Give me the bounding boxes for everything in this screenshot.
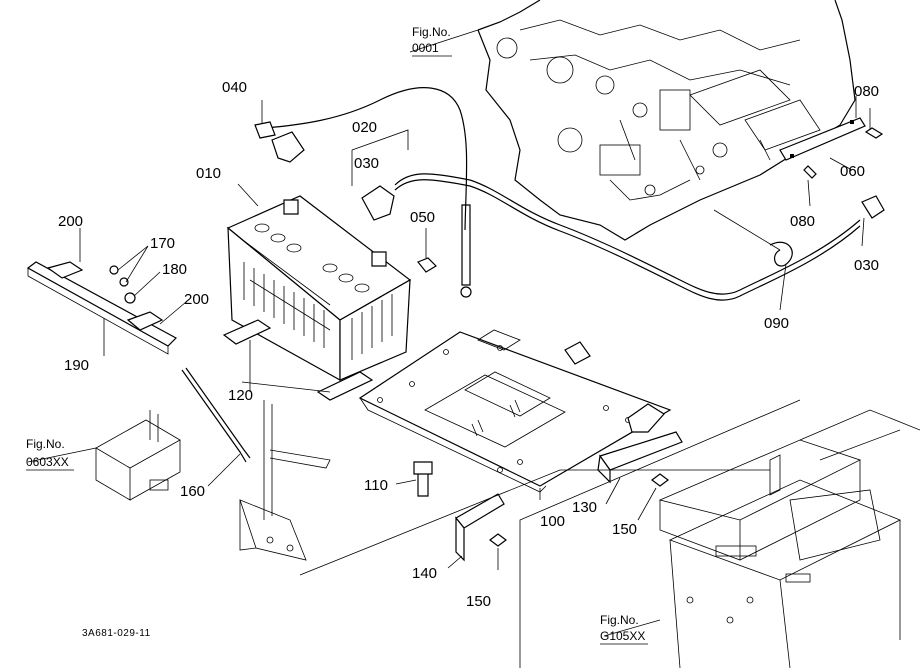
fig-ref-title: Fig.No. (412, 25, 451, 39)
fig-ref-title: Fig.No. (600, 613, 639, 627)
part-label-150: 150 (612, 521, 637, 538)
part-label-120: 120 (228, 387, 253, 404)
part-label-200: 200 (184, 291, 209, 308)
part-label-080: 080 (854, 83, 879, 100)
part-label-040: 040 (222, 79, 247, 96)
part-label-030: 030 (354, 155, 379, 172)
part-label-080: 080 (790, 213, 815, 230)
fig-ref-number: G105XX (600, 629, 645, 643)
part-label-190: 190 (64, 357, 89, 374)
part-label-090: 090 (764, 315, 789, 332)
left-bracket-assembly (95, 400, 331, 561)
part-labels: 010 020 030 030 040 050 060 080 080 090 … (58, 79, 879, 610)
battery-cables (254, 87, 885, 301)
engine-block (477, 0, 884, 241)
figure-references: Fig.No. 0001 Fig.No. 0603XX Fig.No. G105… (26, 25, 648, 645)
part-label-140: 140 (412, 565, 437, 582)
battery-hold-down (26, 261, 251, 463)
part-label-160: 160 (180, 483, 205, 500)
part-label-180: 180 (162, 261, 187, 278)
fig-ref-number: 0001 (412, 41, 439, 55)
part-label-150: 150 (466, 593, 491, 610)
part-label-020: 020 (352, 119, 377, 136)
fig-ref-number: 0603XX (26, 455, 69, 469)
battery-tray (358, 329, 683, 562)
part-label-130: 130 (572, 499, 597, 516)
part-label-050: 050 (410, 209, 435, 226)
drawing-code: 3A681-029-11 (82, 628, 151, 639)
part-label-100: 100 (540, 513, 565, 530)
leader-lines (27, 29, 871, 637)
part-label-170: 170 (150, 235, 175, 252)
battery (222, 195, 412, 401)
part-label-200: 200 (58, 213, 83, 230)
part-label-110: 110 (364, 477, 388, 494)
tractor-frame (299, 399, 920, 668)
fig-ref-title: Fig.No. (26, 437, 65, 451)
part-label-030: 030 (854, 257, 879, 274)
part-label-010: 010 (196, 165, 221, 182)
part-label-060: 060 (840, 163, 865, 180)
